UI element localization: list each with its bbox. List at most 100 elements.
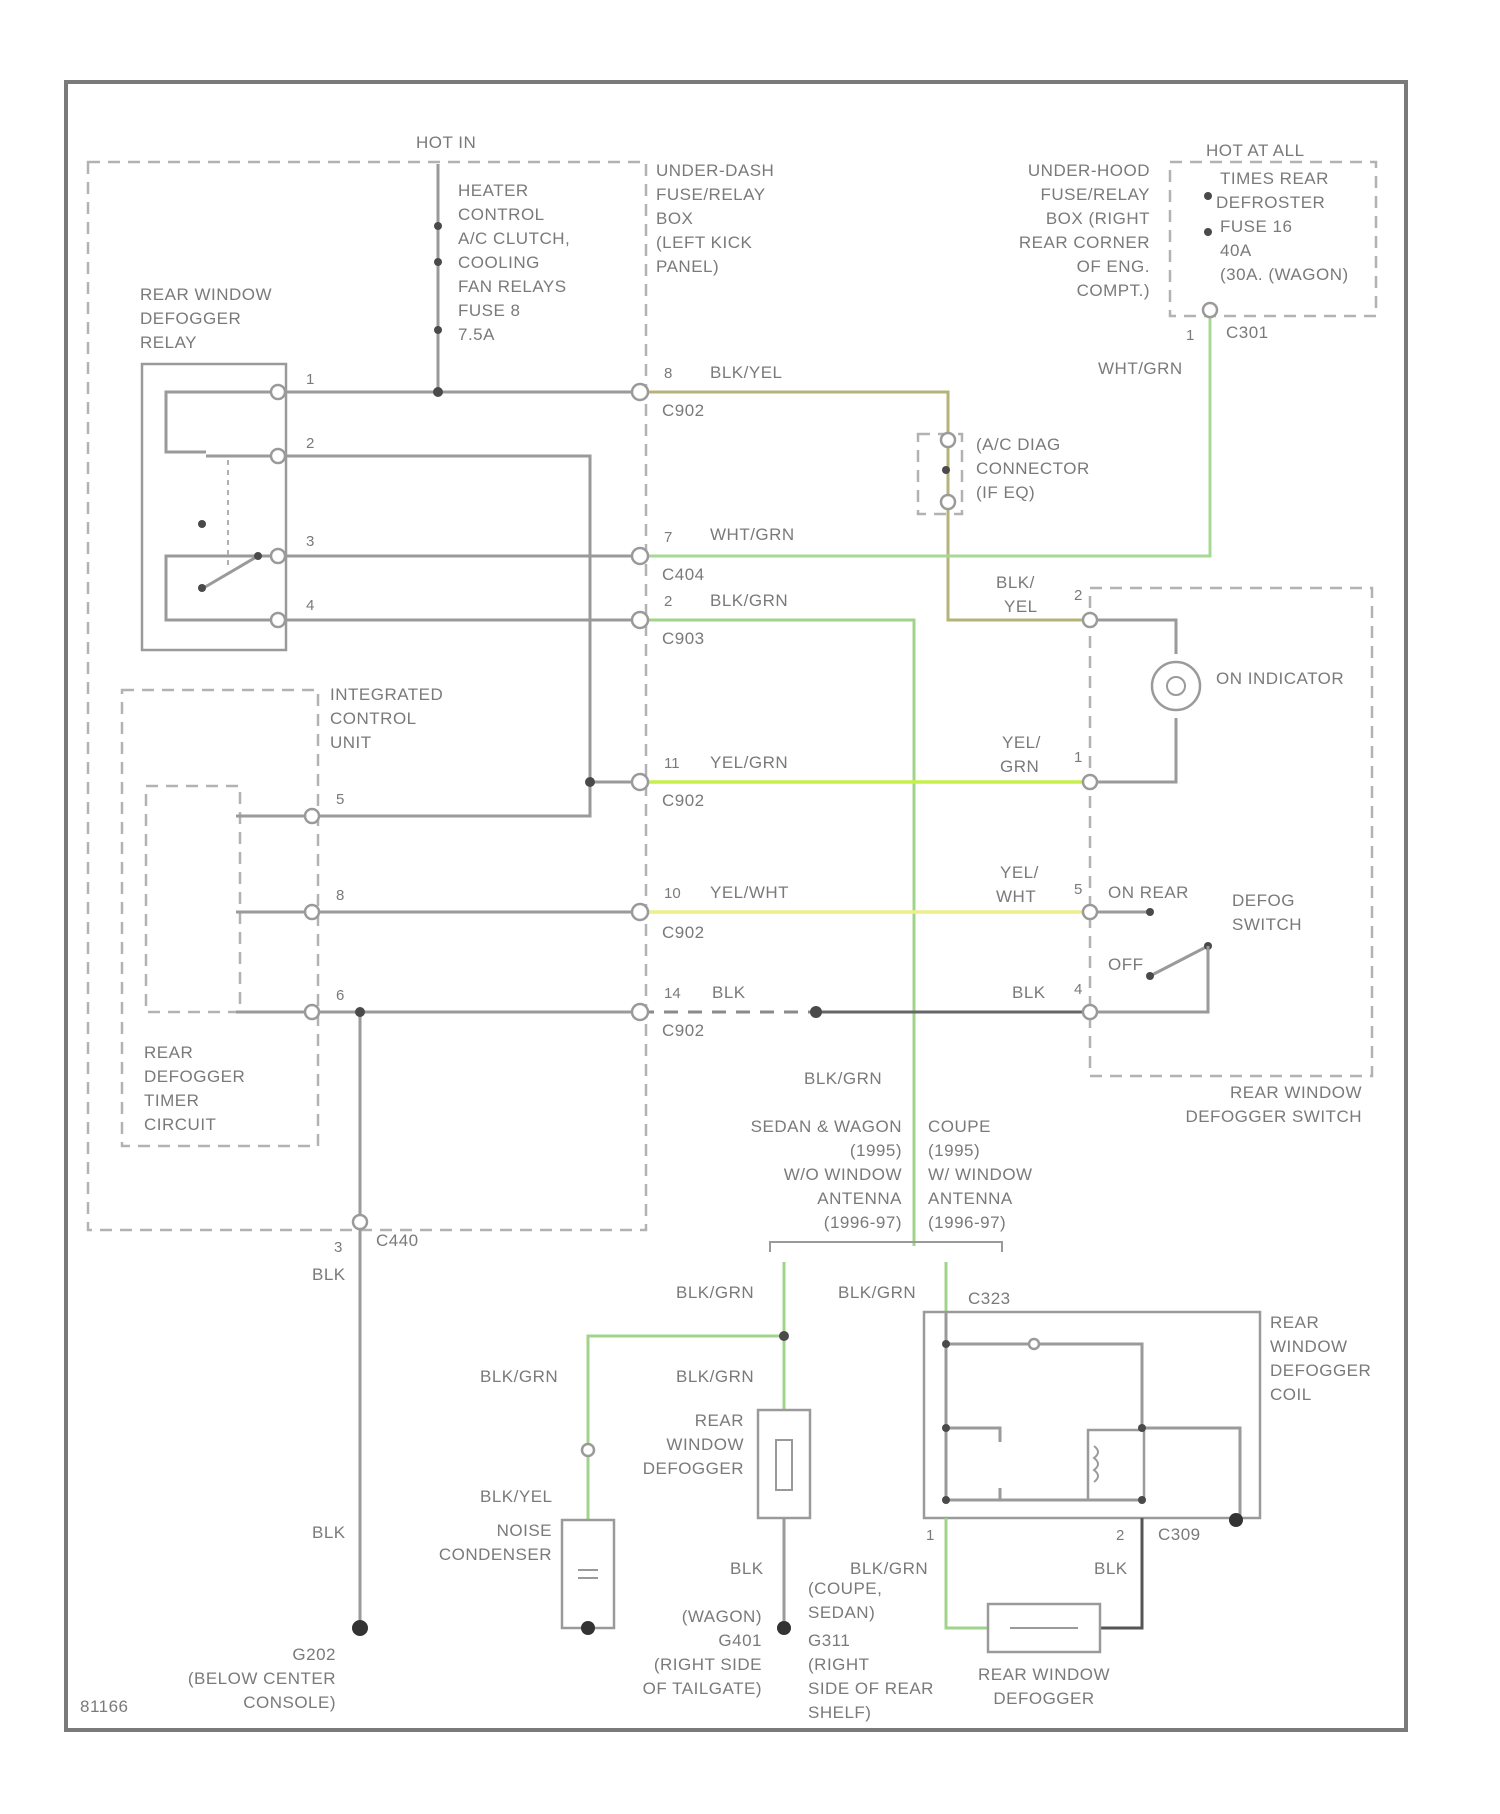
svg-text:3: 3: [334, 1239, 342, 1256]
relay-coil-wire: [166, 392, 276, 452]
svg-text:FUSE 16: FUSE 16: [1220, 217, 1292, 236]
condenser-ground: [581, 1621, 595, 1635]
rear-window-defogger-left-label: REAR WINDOW DEFOGGER: [643, 1411, 744, 1478]
wire-label-yel-grn: YEL/GRN: [710, 753, 788, 772]
coil-dot: [1138, 1424, 1146, 1432]
svg-text:11: 11: [664, 755, 680, 772]
variant-left-label: SEDAN & WAGON (1995) W/O WINDOW ANTENNA …: [751, 1117, 903, 1232]
wire-label-blk-grn-b3: BLK/GRN: [480, 1367, 558, 1386]
svg-text:REAR: REAR: [144, 1043, 193, 1062]
svg-text:DEFOGGER: DEFOGGER: [144, 1067, 245, 1086]
wire-label-yel-wht: YEL/WHT: [710, 883, 789, 902]
svg-text:A/C CLUTCH,: A/C CLUTCH,: [458, 229, 570, 248]
svg-text:DEFOGGER: DEFOGGER: [643, 1459, 744, 1478]
svg-text:8: 8: [664, 365, 672, 382]
wire-label-blk-bottom-left: BLK: [312, 1265, 346, 1284]
wire-label-blk-grn-b1: BLK/GRN: [676, 1283, 754, 1302]
svg-text:2: 2: [1116, 1527, 1124, 1544]
svg-text:10: 10: [664, 885, 681, 902]
coil-winding: [1094, 1446, 1098, 1482]
connector-label: C301: [1226, 323, 1269, 342]
wire-label-blk-grn-b5: BLK/GRN: [850, 1559, 928, 1578]
svg-text:BOX: BOX: [656, 209, 693, 228]
svg-text:DEFROSTER: DEFROSTER: [1216, 193, 1325, 212]
svg-text:14: 14: [664, 985, 681, 1002]
wire-label-blk: BLK: [712, 983, 746, 1002]
svg-text:1: 1: [926, 1527, 934, 1544]
svg-text:3: 3: [306, 533, 314, 550]
svg-text:W/O WINDOW: W/O WINDOW: [784, 1165, 902, 1184]
svg-text:1: 1: [1074, 749, 1082, 766]
pin-numbers: 1 2 3 4 8 7 2 11 10 14 5 8 6 2 1 5 4 1 3…: [306, 327, 1194, 1544]
heater-fuse-label: HEATER CONTROL A/C CLUTCH, COOLING FAN R…: [458, 181, 570, 344]
wire-label-wht-grn: WHT/GRN: [1098, 359, 1183, 378]
coil-switch-wire-2: [946, 1488, 1000, 1500]
svg-text:UNIT: UNIT: [330, 733, 372, 752]
wire-label-blk-yel: BLK/YEL: [710, 363, 783, 382]
connector-label: C902: [662, 401, 705, 420]
wire-label-blk-grn-b4: BLK/GRN: [676, 1367, 754, 1386]
timer-circuit-outline: [146, 786, 240, 1012]
coil-ground: [1229, 1513, 1243, 1527]
svg-text:REAR WINDOW: REAR WINDOW: [1230, 1083, 1362, 1102]
svg-text:40A: 40A: [1220, 241, 1252, 260]
splice-dot: [433, 387, 443, 397]
svg-text:(BELOW CENTER: (BELOW CENTER: [188, 1669, 336, 1688]
svg-text:7.5A: 7.5A: [458, 325, 495, 344]
under-hood-label: UNDER-HOOD FUSE/RELAY BOX (RIGHT REAR CO…: [1019, 161, 1150, 300]
splice-dot: [355, 1007, 365, 1017]
svg-text:7: 7: [664, 529, 672, 546]
svg-text:2: 2: [664, 593, 672, 610]
defogger-grid-left: [776, 1440, 792, 1490]
wagon-ground-label: (WAGON) G401 (RIGHT SIDE OF TAILGATE): [643, 1607, 762, 1698]
switch-indicator-wire: [1090, 620, 1176, 654]
variant-brace: [770, 1242, 1002, 1252]
relay-label: REAR WINDOW DEFOGGER RELAY: [140, 285, 272, 352]
switch-indicator-wire-2: [1090, 718, 1176, 782]
svg-text:CONSOLE): CONSOLE): [243, 1693, 336, 1712]
on-indicator-lamp: [1152, 662, 1200, 710]
splice-dot: [810, 1006, 822, 1018]
svg-text:COOLING: COOLING: [458, 253, 540, 272]
fuse-dot: [1204, 192, 1212, 200]
connector-label: C902: [662, 1021, 705, 1040]
splice-dot: [585, 777, 595, 787]
svg-text:COMPT.): COMPT.): [1077, 281, 1150, 300]
svg-text:W/ WINDOW: W/ WINDOW: [928, 1165, 1033, 1184]
svg-text:WINDOW: WINDOW: [1270, 1337, 1348, 1356]
svg-text:REAR WINDOW: REAR WINDOW: [140, 285, 272, 304]
svg-text:(30A. (WAGON): (30A. (WAGON): [1220, 265, 1349, 284]
svg-text:(1996-97): (1996-97): [824, 1213, 902, 1232]
icu-label: INTEGRATED CONTROL UNIT: [330, 685, 443, 752]
wire-label-blk-g202: BLK: [312, 1523, 346, 1542]
coil-dot: [1138, 1496, 1146, 1504]
wire-label-blk-b2: BLK: [1094, 1559, 1128, 1578]
connector-label: C902: [662, 791, 705, 810]
svg-text:4: 4: [1074, 981, 1082, 998]
svg-text:8: 8: [336, 887, 344, 904]
relay-box: [142, 364, 286, 650]
svg-text:RELAY: RELAY: [140, 333, 197, 352]
wire-label-yel-grn-stack: YEL/: [1002, 733, 1041, 752]
svg-text:SEDAN & WAGON: SEDAN & WAGON: [751, 1117, 902, 1136]
svg-text:DEFOGGER: DEFOGGER: [1270, 1361, 1371, 1380]
svg-text:ANTENNA: ANTENNA: [817, 1189, 902, 1208]
hot-in-label: HOT IN: [416, 133, 476, 152]
svg-text:INTEGRATED: INTEGRATED: [330, 685, 443, 704]
g202-label: G202 (BELOW CENTER CONSOLE): [188, 1645, 336, 1712]
figure-id: 81166: [80, 1697, 129, 1716]
wire-label-yel-wht-stack-2: WHT: [996, 887, 1036, 906]
wire-icu-pin5: [236, 782, 590, 816]
conn-dot: [582, 1444, 594, 1456]
svg-text:5: 5: [1074, 881, 1082, 898]
switch-on-contact: [1146, 908, 1154, 916]
rear-defogger-bottom-label: REAR WINDOW DEFOGGER: [978, 1665, 1110, 1708]
svg-text:SIDE OF REAR: SIDE OF REAR: [808, 1679, 934, 1698]
coil-dot: [942, 1340, 950, 1348]
svg-text:CONTROL: CONTROL: [458, 205, 545, 224]
variant-right-label: COUPE (1995) W/ WINDOW ANTENNA (1996-97): [928, 1117, 1033, 1232]
wire-label-blk-grn-mid: BLK/GRN: [804, 1069, 882, 1088]
coil-wire-2: [946, 1344, 1142, 1500]
svg-text:CIRCUIT: CIRCUIT: [144, 1115, 216, 1134]
